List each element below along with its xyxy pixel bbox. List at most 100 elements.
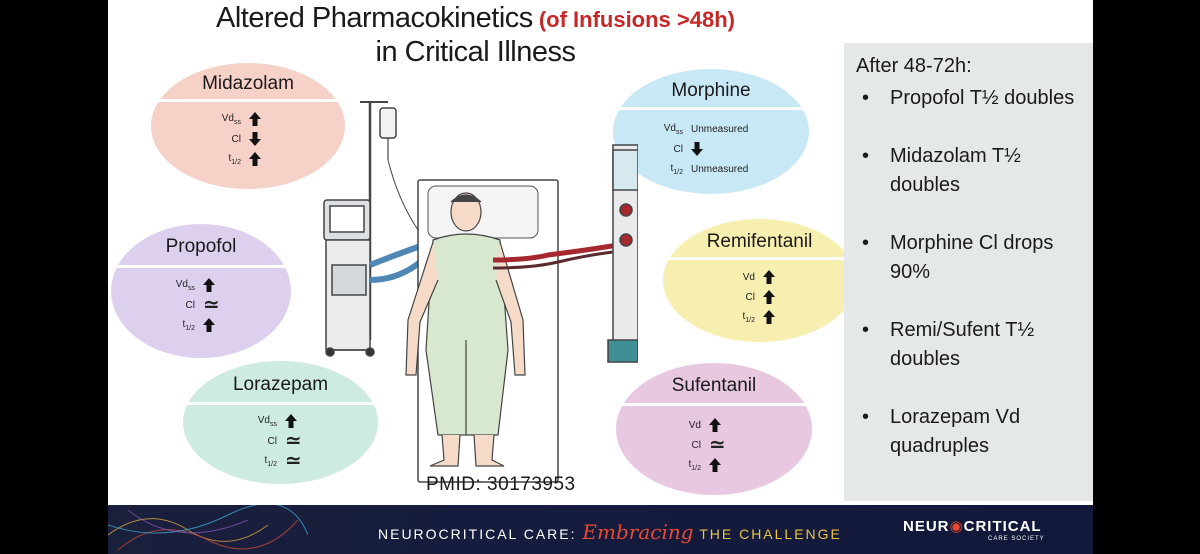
society-logo: NEUR◉CRITICAL xyxy=(903,517,1042,535)
pk-row: Cl ≃ xyxy=(616,435,812,455)
slide-title-line2: in Critical Illness xyxy=(375,36,577,68)
brain-logo-icon: ◉ xyxy=(949,518,964,535)
pk-row: Cl ≃ xyxy=(111,295,291,315)
summary-list: • Propofol T½ doubles •Midazolam T½ doubl… xyxy=(856,84,1093,461)
arrow-up-icon xyxy=(763,290,775,304)
ellipse-divider xyxy=(111,265,291,268)
arrow-up-icon xyxy=(249,152,261,166)
pk-label: Vdss xyxy=(175,278,195,292)
pk-label: Cl xyxy=(231,133,241,145)
title-text: Altered Pharmacokinetics xyxy=(215,2,533,34)
bullet-icon: • xyxy=(862,145,870,167)
pk-label: Vdss xyxy=(257,414,277,428)
bullet-icon: • xyxy=(862,232,870,254)
pk-change xyxy=(709,418,779,432)
arrow-up-icon xyxy=(709,418,721,432)
pk-change xyxy=(709,458,779,472)
pk-row: Vdss xyxy=(111,275,291,295)
approx-equal-icon: ≃ xyxy=(203,294,220,316)
summary-item-text: Lorazepam Vd quadruples xyxy=(890,406,1021,457)
pk-label: t1/2 xyxy=(264,454,277,468)
pk-change: ≃ xyxy=(709,435,779,455)
drug-name: Lorazepam xyxy=(232,374,329,395)
pk-row: t1/2 xyxy=(151,149,345,169)
pk-row: t1/2 xyxy=(616,455,812,475)
pk-change: ≃ xyxy=(203,294,273,316)
pk-change xyxy=(285,414,355,428)
bullet-icon: • xyxy=(862,406,870,428)
panel-heading: After 48-72h: xyxy=(856,55,972,77)
neural-graphic-icon xyxy=(108,505,308,551)
arrow-down-icon xyxy=(691,142,703,156)
pk-change xyxy=(763,290,833,304)
summary-panel: After 48-72h: • Propofol T½ doubles •Mida… xyxy=(844,43,1093,501)
bullet-icon: • xyxy=(862,319,870,341)
icu-patient-illustration xyxy=(323,101,638,483)
brand-right: THE CHALLENGE xyxy=(699,526,842,542)
pk-label: t1/2 xyxy=(228,152,241,166)
summary-item-text: Propofol T½ doubles xyxy=(890,87,1075,109)
society-name-a: NEUR xyxy=(903,518,950,535)
pk-label: Vd xyxy=(688,419,701,431)
pk-label: Vdss xyxy=(221,112,241,126)
society-subtitle: CARE SOCIETY xyxy=(988,536,1045,542)
drug-name: Morphine xyxy=(671,80,751,101)
pk-row: Cl xyxy=(613,139,809,159)
drug-name: Remifentanil xyxy=(706,231,813,252)
pk-row: Vdss xyxy=(183,411,378,431)
dialysis-line-dark xyxy=(492,250,614,270)
summary-item: •Midazolam T½ doubles xyxy=(856,142,1093,200)
summary-item-text: Morphine Cl drops 90% xyxy=(890,232,1054,283)
pk-label: t1/2 xyxy=(688,458,701,472)
pk-row: Vdss xyxy=(151,109,345,129)
pk-row: t1/2 Unmeasured xyxy=(613,159,809,179)
pk-row: t1/2 xyxy=(111,315,291,335)
dialysis-machine-icon xyxy=(607,144,638,363)
patient-icon xyxy=(405,192,526,467)
pk-label: t1/2 xyxy=(670,162,683,176)
pk-change xyxy=(249,152,319,166)
arrow-up-icon xyxy=(763,270,775,284)
pk-row: t1/2≃ xyxy=(183,451,378,471)
pmid-reference: PMID: 30173953 xyxy=(426,474,576,495)
arrow-up-icon xyxy=(285,414,297,428)
bullet-icon: • xyxy=(862,87,870,109)
arrow-up-icon xyxy=(709,458,721,472)
pk-label: t1/2 xyxy=(742,310,755,324)
society-name-b: CRITICAL xyxy=(963,518,1042,535)
ellipse-divider xyxy=(613,107,809,110)
pk-label: Cl xyxy=(673,143,683,155)
pk-change xyxy=(249,112,319,126)
title-accent: (of Infusions >48h) xyxy=(538,7,735,32)
brand-left: NEUROCRITICAL CARE: xyxy=(378,526,577,542)
footer-brand: NEUROCRITICAL CARE: Embracing THE CHALLE… xyxy=(378,520,842,544)
pk-label: Cl xyxy=(185,299,195,311)
arrow-up-icon xyxy=(763,310,775,324)
pk-change xyxy=(691,142,761,156)
pk-row: Cl xyxy=(663,287,856,307)
summary-item: • Morphine Cl drops 90% xyxy=(856,229,1093,287)
pk-row: Cl≃ xyxy=(183,431,378,451)
summary-item: •Remi/Sufent T½ doubles xyxy=(856,316,1093,374)
pk-change-text: Unmeasured xyxy=(691,163,749,175)
footer-banner: NEUROCRITICAL CARE: Embracing THE CHALLE… xyxy=(108,505,1093,554)
arrow-up-icon xyxy=(203,278,215,292)
pk-change xyxy=(763,310,833,324)
pk-change: Unmeasured xyxy=(691,164,761,175)
pk-label: Cl xyxy=(691,439,701,451)
pk-change: Unmeasured xyxy=(691,124,761,135)
ellipse-divider xyxy=(616,403,812,406)
brand-script: Embracing xyxy=(582,520,694,544)
arrow-down-icon xyxy=(249,132,261,146)
